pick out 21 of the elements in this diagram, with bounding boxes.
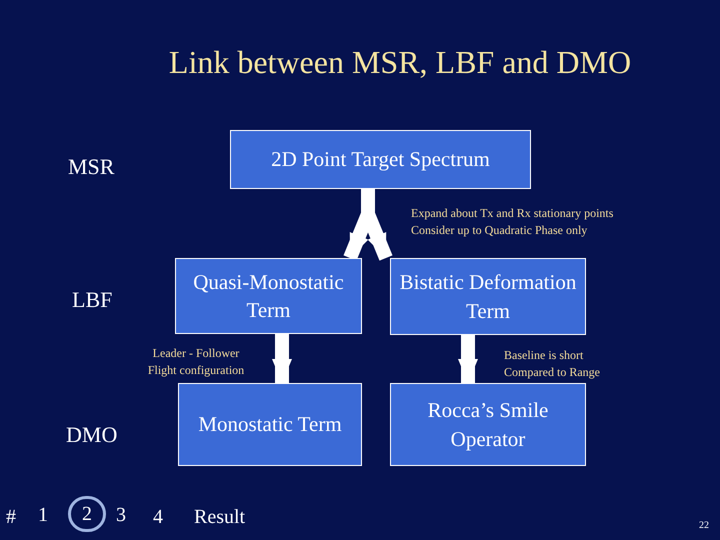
- step-label: 3: [116, 503, 126, 528]
- step-label: 4: [153, 505, 163, 530]
- term-box: Monostatic Term: [178, 383, 362, 466]
- term-box: Bistatic Deformation Term: [390, 258, 586, 335]
- page-number: 22: [699, 519, 709, 533]
- edge-label: Baseline is short Compared to Range: [504, 347, 601, 381]
- term-box: 2D Point Target Spectrum: [230, 130, 531, 189]
- term-box: Rocca’s Smile Operator: [390, 383, 586, 466]
- edge-label: Leader - Follower Flight configuration: [146, 345, 246, 379]
- term-box: Quasi-Monostatic Term: [175, 258, 362, 334]
- step-label: #: [6, 505, 16, 530]
- slide-title: Link between MSR, LBF and DMO: [168, 43, 632, 82]
- row-label: DMO: [66, 421, 118, 449]
- row-label: LBF: [72, 286, 112, 314]
- arrow: [272, 334, 292, 383]
- arrow: [458, 335, 478, 383]
- step-label: Result: [194, 505, 246, 530]
- step-label: 1: [38, 503, 48, 528]
- row-label: MSR: [68, 153, 114, 181]
- edge-label: Expand about Tx and Rx stationary points Consider up to Quadratic Phase only: [411, 205, 614, 239]
- circled-number: 2: [68, 496, 106, 532]
